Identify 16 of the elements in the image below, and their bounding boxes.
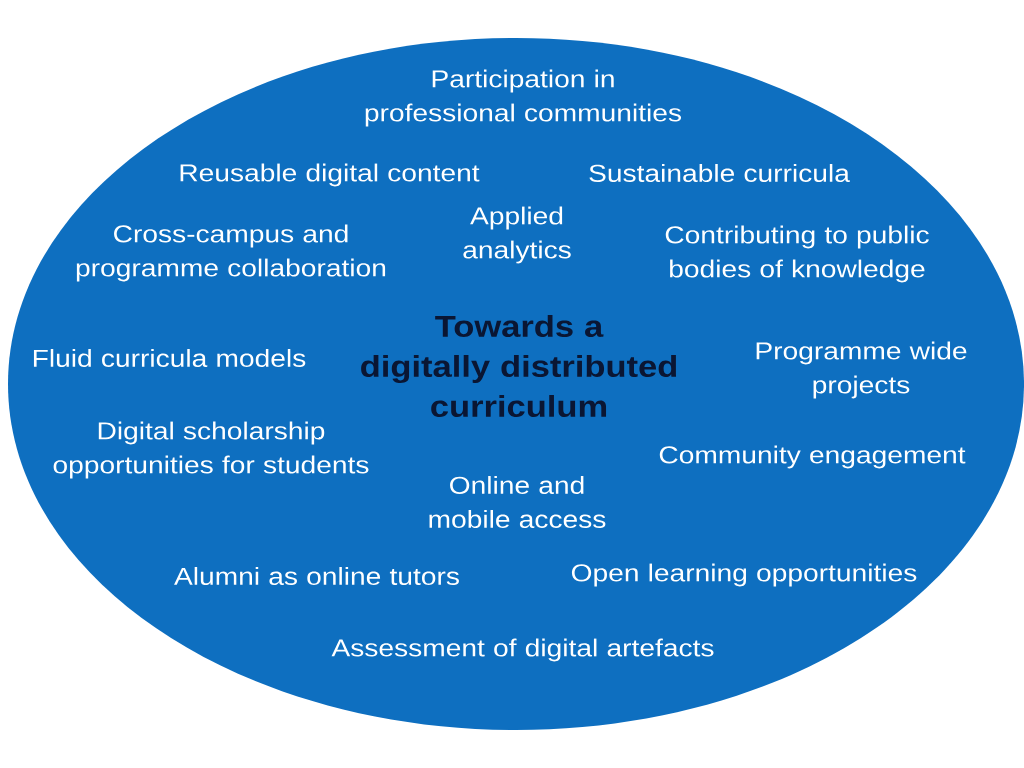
topic-label: Applied analytics: [463, 206, 571, 264]
heading: Towards a digitally distributed curriculum: [361, 315, 677, 417]
topic-label: Participation in professional communities: [365, 69, 681, 127]
topic-label: Assessment of digital artefacts: [331, 638, 714, 662]
topic-label: Cross-campus and programme collaboration: [76, 224, 386, 282]
topic-label: Digital scholarship opportunities for students: [53, 421, 369, 479]
topic-label: Programme wide projects: [756, 341, 967, 399]
topic-label: Alumni as online tutors: [174, 567, 459, 585]
topic-label: Fluid curricula models: [33, 349, 306, 367]
ellipse: [8, 38, 1024, 730]
topic-label: Open learning opportunities: [571, 563, 917, 587]
topic-label: Community engagement: [659, 445, 966, 469]
topic-label: Sustainable curricula: [589, 164, 850, 182]
topic-label: Contributing to public bodies of knowledge: [665, 225, 929, 283]
topic-label: Reusable digital content: [180, 163, 480, 187]
topic-label: Online and mobile access: [429, 476, 606, 528]
